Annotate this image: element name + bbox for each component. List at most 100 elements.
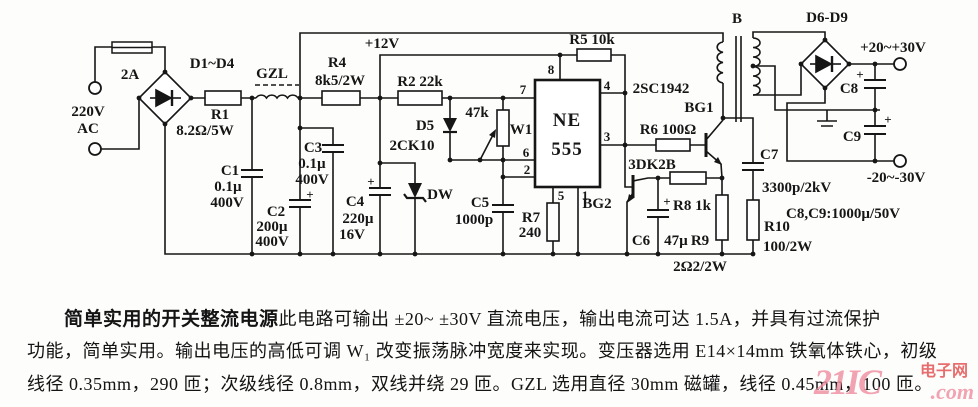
wiper-arrow-icon xyxy=(489,129,496,138)
bg2-part-number: 3DK2B xyxy=(628,157,676,173)
description-line-2: 功能，简单实用。输出电压的高低可调 W₁ 改变振荡脉冲宽度来实现。变压器选用 E… xyxy=(27,341,938,361)
r4-label: R4 xyxy=(328,55,347,71)
resistor-r4 xyxy=(321,90,361,106)
ne555-text-1: NE xyxy=(553,110,581,131)
r1-label: R1 xyxy=(211,107,229,123)
c4-plus-sign: + xyxy=(367,174,374,189)
output-positive-label: +20~+30V xyxy=(860,40,926,56)
d1-d4-label: D1~D4 xyxy=(190,56,235,72)
capacitor-c3 xyxy=(322,144,344,153)
fuse-label: 2A xyxy=(121,67,140,83)
c2-value: 200µ xyxy=(256,219,288,235)
capacitor-symbols xyxy=(241,79,886,218)
diode-d5 xyxy=(443,118,457,134)
w1-value: 47k xyxy=(465,105,489,121)
d5-value: 2CK10 xyxy=(390,138,435,154)
r5-label: R5 10k xyxy=(569,32,615,48)
input-ac-label: AC xyxy=(77,121,99,137)
primary-winding xyxy=(716,41,724,84)
resistor-r8 xyxy=(669,171,707,185)
resistor-symbols xyxy=(204,48,760,242)
c8-c9-spec: C8,C9:1000µ/50V xyxy=(786,206,900,222)
c8-plus-sign: + xyxy=(856,67,863,82)
ne555-ic xyxy=(533,78,602,189)
r2-label: R2 22k xyxy=(397,74,443,90)
gzl-label: GZL xyxy=(256,66,288,82)
c3-label: C3 xyxy=(304,140,322,156)
capacitor-c1 xyxy=(241,169,263,178)
c5-value: 1000p xyxy=(455,212,493,228)
c4-value: 220µ xyxy=(342,211,374,227)
c2-voltage: 400V xyxy=(255,234,289,250)
c9-label: C9 xyxy=(843,129,861,145)
pin-8: 8 xyxy=(548,62,555,77)
bridge-rectifier-d1-d4 xyxy=(137,70,193,126)
transistor-bg2 xyxy=(627,175,635,203)
resistor-r5 xyxy=(576,48,612,62)
resistor-r2 xyxy=(397,90,443,106)
resistor-r9 xyxy=(715,194,729,241)
bg1-label: BG1 xyxy=(684,100,713,116)
ac-terminal-2 xyxy=(88,142,102,156)
description-line-1: 简单实用的开关整流电源此电路可输出 ±20~ ±30V 直流电压，输出电流可达 … xyxy=(64,304,978,331)
wires xyxy=(94,31,894,255)
c3-voltage: 400V xyxy=(295,172,329,188)
c6-label: C6 xyxy=(632,233,651,249)
w1-label: W1 xyxy=(510,122,533,138)
r9-value: 2Ω2/2W xyxy=(673,259,727,275)
transistor-bg1 xyxy=(704,133,722,165)
rail-12v-label: +12V xyxy=(365,36,400,52)
bg1-part-number: 2SC1942 xyxy=(633,81,690,97)
pin-5: 5 xyxy=(558,188,565,203)
ac-terminal-1 xyxy=(88,81,102,95)
article-title: 简单实用的开关整流电源 xyxy=(64,309,279,330)
output-positive-terminal xyxy=(893,57,907,71)
resistor-r6 xyxy=(655,138,691,152)
c4-label: C4 xyxy=(346,194,365,210)
inductor-gzl xyxy=(255,84,299,100)
c4-voltage: 16V xyxy=(339,227,365,243)
pin-2: 2 xyxy=(524,162,531,177)
r1-value: 8.2Ω/5W xyxy=(176,123,233,139)
c2-plus-sign: + xyxy=(306,187,313,202)
c1-value: 0.1µ xyxy=(214,179,242,195)
ground-icon xyxy=(817,110,837,127)
potentiometer-w1 xyxy=(496,109,510,147)
r4-value: 8k5/2W xyxy=(315,73,365,89)
transformer-label: B xyxy=(732,11,742,27)
fuse-symbol xyxy=(111,41,153,54)
capacitor-c8 xyxy=(864,79,886,89)
pin-1: 1 xyxy=(582,188,589,203)
zener-dw xyxy=(403,183,427,203)
description-line-3: 线径 0.35mm，290 匝；次级线径 0.8mm，双线并绕 29 匝。GZL… xyxy=(27,374,933,394)
ne555-text-2: 555 xyxy=(551,139,583,160)
c6-plus-sign: + xyxy=(663,194,670,209)
capacitor-c4 xyxy=(369,187,391,196)
c8-label: C8 xyxy=(840,81,858,97)
capacitor-c6 xyxy=(647,209,669,218)
bg2-label: BG2 xyxy=(582,196,611,212)
c7-value: 3300p/2kV xyxy=(762,180,831,196)
r9-label: R9 xyxy=(691,233,709,249)
resistor-r1 xyxy=(204,90,242,106)
r10-value: 100/2W xyxy=(763,239,812,255)
c2-label: C2 xyxy=(267,204,285,220)
d6-d9-label: D6-D9 xyxy=(806,10,848,26)
pin-6: 6 xyxy=(523,145,530,160)
c3-value: 0.1µ xyxy=(298,156,326,172)
emitter-arrow-icon xyxy=(714,157,722,165)
c1-label: C1 xyxy=(221,163,239,179)
capacitor-c2 xyxy=(289,199,311,208)
c5-label: C5 xyxy=(471,195,489,211)
r8-label: R8 1k xyxy=(673,198,712,214)
description-text-1: 此电路可输出 ±20~ ±30V 直流电压，输出电流可达 1.5A，并具有过流保… xyxy=(278,309,881,329)
capacitor-c7 xyxy=(742,162,764,171)
c9-plus-sign: + xyxy=(884,112,891,127)
r10-label: R10 xyxy=(764,219,790,235)
resistor-r7 xyxy=(546,202,560,242)
c7-label: C7 xyxy=(760,147,779,163)
capacitor-c5 xyxy=(492,204,514,213)
c1-voltage: 400V xyxy=(210,195,244,211)
r7-label: R7 xyxy=(522,210,541,226)
